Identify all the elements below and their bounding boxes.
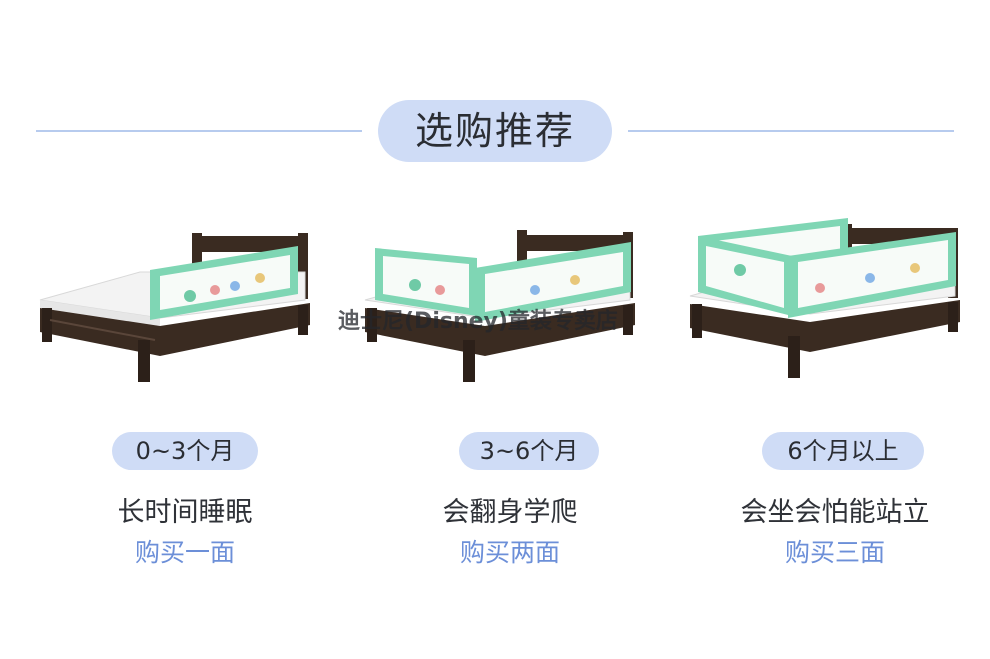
- purchase-recommendation: 购买三面: [784, 538, 885, 567]
- section-title: 选购推荐: [378, 100, 612, 162]
- header-divider-left: [36, 130, 362, 132]
- section-header: 选购推荐: [0, 0, 990, 170]
- age-badge: 0~3个月: [112, 432, 258, 470]
- header-divider-right: [628, 130, 954, 132]
- age-badge: 3~6个月: [459, 432, 599, 470]
- recommendation-card-3-6-months: 3~6个月 会翻身学爬 购买两面: [345, 200, 675, 620]
- store-watermark: 迪士尼(Disney)童装专卖店: [338, 309, 618, 334]
- bed-illustration-one-side: [39, 233, 310, 382]
- bed-illustration-two-sides: [364, 230, 635, 382]
- bed-illustration-three-sides: [689, 218, 960, 378]
- recommendation-card-6-months-plus: 6个月以上 会坐会怕能站立 购买三面: [670, 200, 990, 620]
- purchase-recommendation: 购买两面: [459, 538, 560, 567]
- purchase-recommendation: 购买一面: [134, 538, 235, 567]
- stage-description: 会翻身学爬: [442, 497, 578, 528]
- stage-description: 长时间睡眠: [117, 497, 253, 528]
- stage-description: 会坐会怕能站立: [740, 497, 930, 528]
- age-badge: 6个月以上: [762, 432, 924, 470]
- recommendation-card-0-3-months: 0~3个月 长时间睡眠 购买一面: [20, 200, 350, 620]
